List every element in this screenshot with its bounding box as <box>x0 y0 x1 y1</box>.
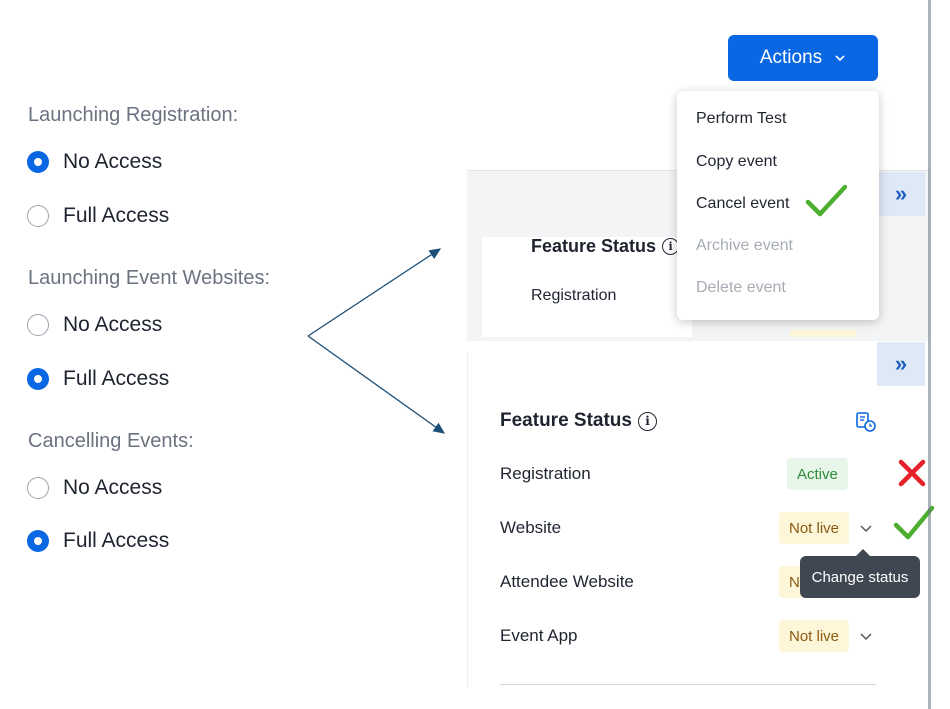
status-badge-not-live[interactable]: Not live <box>779 512 850 544</box>
radio-websites-no-access[interactable]: No Access <box>27 313 162 337</box>
expand-panel-button-top[interactable]: » <box>877 172 925 216</box>
section-label-registration: Launching Registration: <box>28 104 239 126</box>
menu-item-copy-event[interactable]: Copy event <box>696 153 777 170</box>
radio-cancelling-no-access[interactable]: No Access <box>27 476 162 500</box>
radio-cancelling-full-access[interactable]: Full Access <box>27 529 169 553</box>
arrow-to-actions-panel <box>307 248 442 337</box>
radio-label: Full Access <box>63 529 170 552</box>
radio-registration-no-access[interactable]: No Access <box>27 150 162 174</box>
radio-registration-full-access[interactable]: Full Access <box>27 204 169 228</box>
menu-item-cancel-event[interactable]: Cancel event <box>696 195 790 212</box>
section-label-websites: Launching Event Websites: <box>28 267 271 289</box>
radio-checked-icon[interactable] <box>27 530 49 552</box>
chevron-down-icon[interactable] <box>859 629 873 643</box>
radio-unchecked-icon[interactable] <box>27 314 49 336</box>
schedule-report-icon[interactable] <box>855 411 877 433</box>
radio-unchecked-icon[interactable] <box>27 477 49 499</box>
status-badge-active: Active <box>787 458 848 490</box>
status-badge-not-live[interactable]: Not live <box>779 620 850 652</box>
chevron-down-icon[interactable] <box>859 521 873 535</box>
radio-websites-full-access[interactable]: Full Access <box>27 367 169 391</box>
checkmark-icon <box>893 505 935 540</box>
feature-row-website: Website <box>500 518 562 537</box>
section-label-cancelling: Cancelling Events: <box>28 430 194 452</box>
menu-item-delete-event[interactable]: Delete event <box>696 279 786 296</box>
feature-status-panel <box>467 352 931 688</box>
registration-label-top: Registration <box>531 287 617 304</box>
chevron-down-icon <box>835 55 845 62</box>
feature-status-title: Feature Status i <box>500 410 657 432</box>
cross-icon <box>898 459 926 487</box>
actions-menu: Perform Test Copy event Cancel event Arc… <box>677 91 879 320</box>
checkmark-icon <box>805 184 847 217</box>
title-text: Feature Status <box>531 236 657 256</box>
radio-checked-icon[interactable] <box>27 368 49 390</box>
arrow-to-feature-status <box>307 335 446 434</box>
radio-label: No Access <box>63 476 163 499</box>
radio-label: No Access <box>63 313 163 336</box>
menu-item-perform-test[interactable]: Perform Test <box>696 110 787 127</box>
menu-item-archive-event[interactable]: Archive event <box>696 237 793 254</box>
feature-row-registration: Registration <box>500 464 591 483</box>
status-badge-partial <box>790 330 856 337</box>
actions-label: Actions <box>759 47 823 68</box>
divider <box>500 684 876 685</box>
radio-checked-icon[interactable] <box>27 151 49 173</box>
expand-panel-button[interactable]: » <box>877 342 925 386</box>
feature-row-attendee-website: Attendee Website <box>500 572 634 591</box>
feature-status-title-top: Feature Status i <box>531 236 680 257</box>
actions-button[interactable]: Actions <box>728 35 878 81</box>
feature-row-event-app: Event App <box>500 626 578 645</box>
scrollbar-edge <box>928 0 931 709</box>
radio-label: Full Access <box>63 367 170 390</box>
radio-label: No Access <box>63 150 163 173</box>
info-icon[interactable]: i <box>637 411 657 431</box>
feature-status-card-top <box>482 237 692 337</box>
radio-unchecked-icon[interactable] <box>27 205 49 227</box>
radio-label: Full Access <box>63 204 170 227</box>
change-status-tooltip: Change status <box>800 549 920 598</box>
title-text: Feature Status <box>500 410 632 431</box>
